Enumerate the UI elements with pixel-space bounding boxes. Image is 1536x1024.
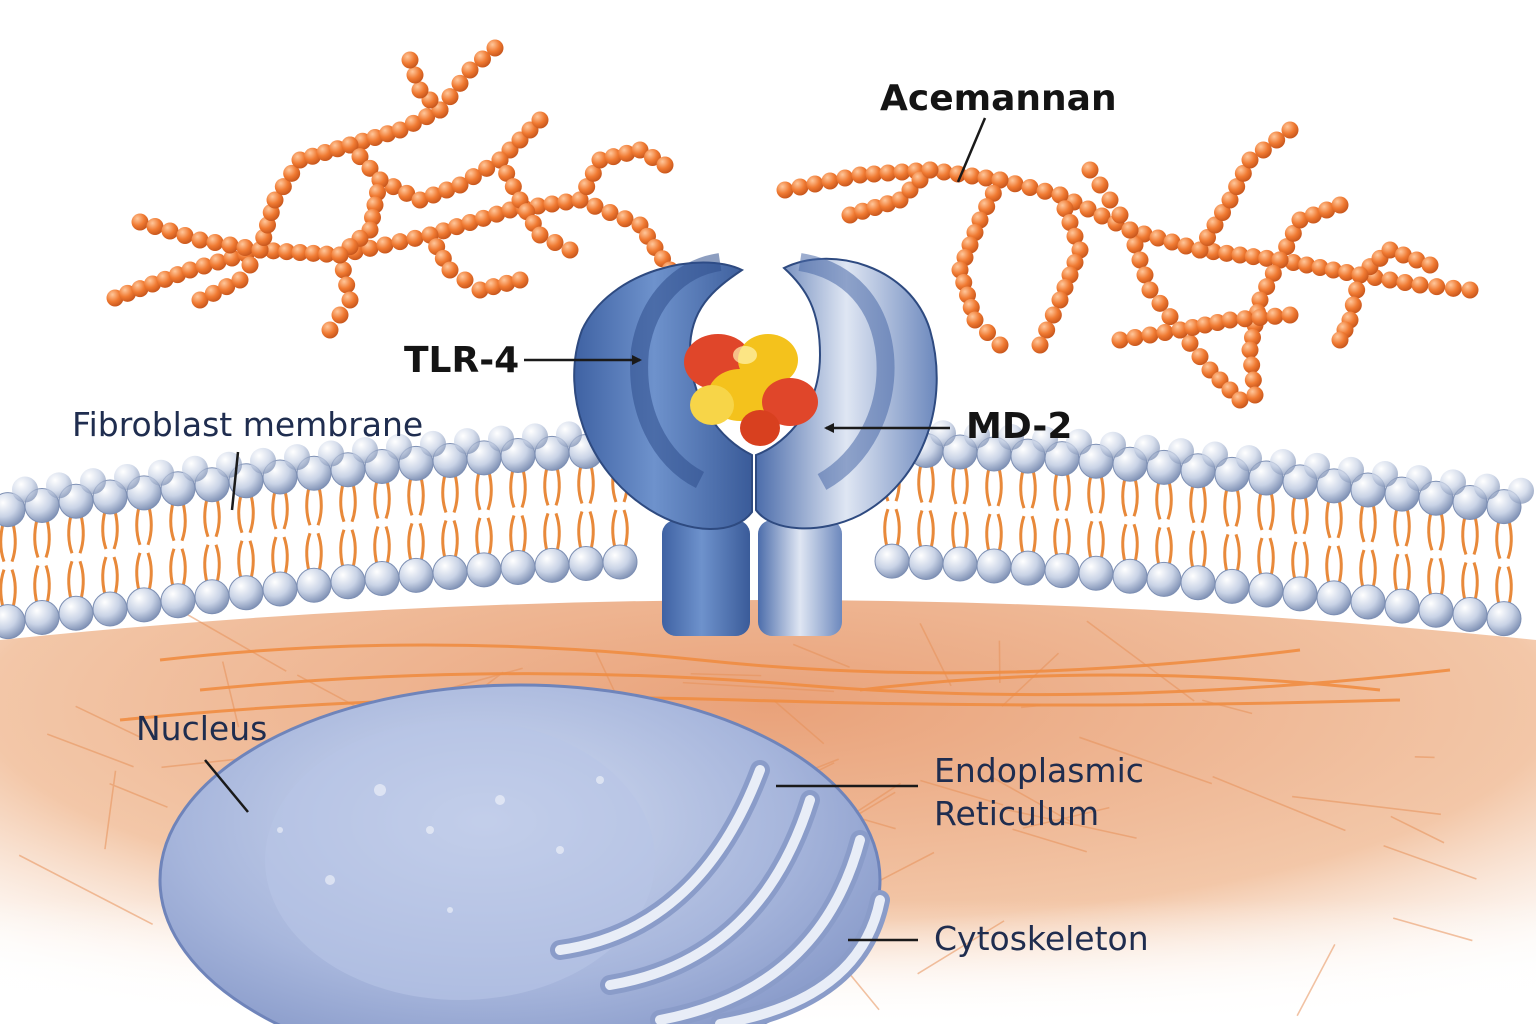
lipid-heads	[0, 418, 1534, 640]
md2-receptor	[755, 257, 938, 530]
nucleus	[158, 683, 882, 1024]
acemannan-chains	[106, 39, 1479, 409]
md2-label: MD-2	[966, 406, 1073, 447]
tlr4-md2-complex	[573, 253, 938, 636]
actin-filaments	[119, 643, 1451, 722]
endoplasmic-label-line2: Reticulum	[934, 794, 1100, 833]
lipid-tails	[0, 462, 1513, 608]
endoplasmic-reticulum	[550, 760, 890, 1024]
tlr4-label: TLR-4	[404, 340, 520, 381]
nucleus-label: Nucleus	[136, 709, 268, 748]
bound-ligand	[684, 334, 818, 446]
cytoskeleton-label: Cytoskeleton	[934, 919, 1149, 958]
leader-lines	[204, 117, 987, 942]
acemannan-label: Acemannan	[880, 78, 1117, 119]
md2-stalk	[758, 520, 842, 636]
endoplasmic-label-line1: Endoplasmic	[934, 751, 1144, 790]
tlr4-stalk	[662, 520, 750, 636]
fibroblast-membrane-label: Fibroblast membrane	[72, 405, 424, 444]
